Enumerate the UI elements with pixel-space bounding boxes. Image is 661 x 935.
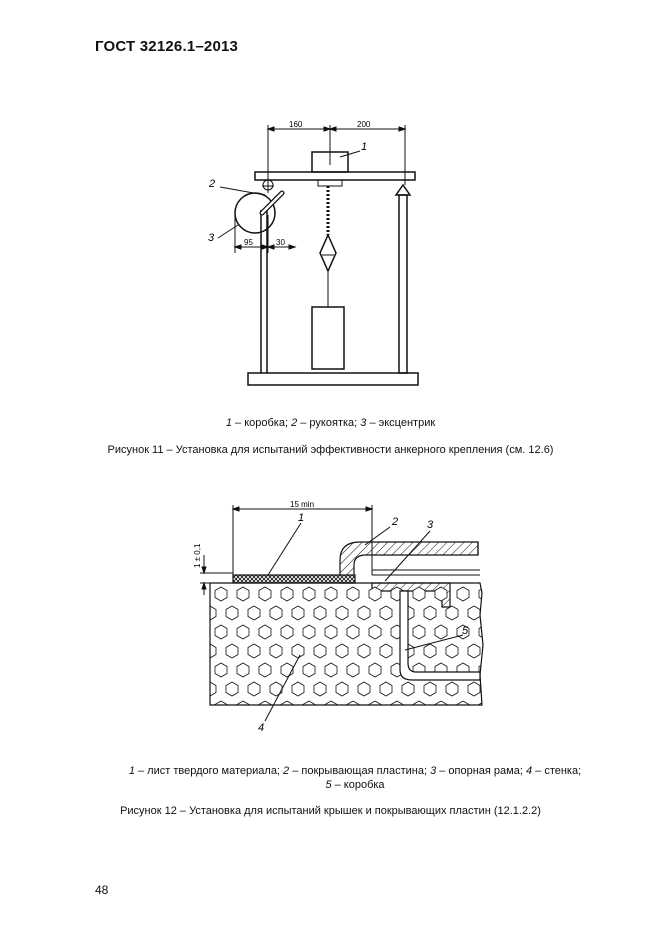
figure-11-anchoring-test-rig: 160 200 95 30 1 2 3	[208, 120, 419, 386]
callout-1: 1	[298, 512, 304, 524]
callout-4: 4	[258, 722, 264, 734]
dim-15-min: 15 min	[290, 500, 314, 509]
dim-95: 95	[244, 238, 253, 247]
dim-160: 160	[289, 120, 303, 129]
page-number: 48	[95, 883, 109, 897]
dim-30: 30	[276, 238, 285, 247]
figure-11-legend: 1 – коробка; 2 – рукоятка; 3 – эксцентри…	[225, 417, 436, 429]
callout-1: 1	[361, 141, 367, 153]
callout-2: 2	[391, 516, 398, 528]
callout-5: 5	[462, 625, 469, 637]
dim-200: 200	[357, 120, 371, 129]
figure-12-legend: 1 – лист твердого материала; 2 – покрыва…	[128, 765, 582, 791]
callout-3: 3	[208, 232, 215, 244]
document-code-header: ГОСТ 32126.1–2013	[95, 38, 239, 55]
callout-2: 2	[208, 178, 215, 190]
dim-1-tolerance: 1 ± 0,1	[193, 543, 202, 568]
callout-3: 3	[427, 519, 434, 531]
figure-12-cover-test-rig: 15 min 1 ± 0,1 1 2 3 4 5	[193, 500, 484, 734]
figure-12-caption: Рисунок 12 – Установка для испытаний кры…	[120, 805, 541, 817]
figure-11-caption: Рисунок 11 – Установка для испытаний эфф…	[107, 444, 554, 456]
